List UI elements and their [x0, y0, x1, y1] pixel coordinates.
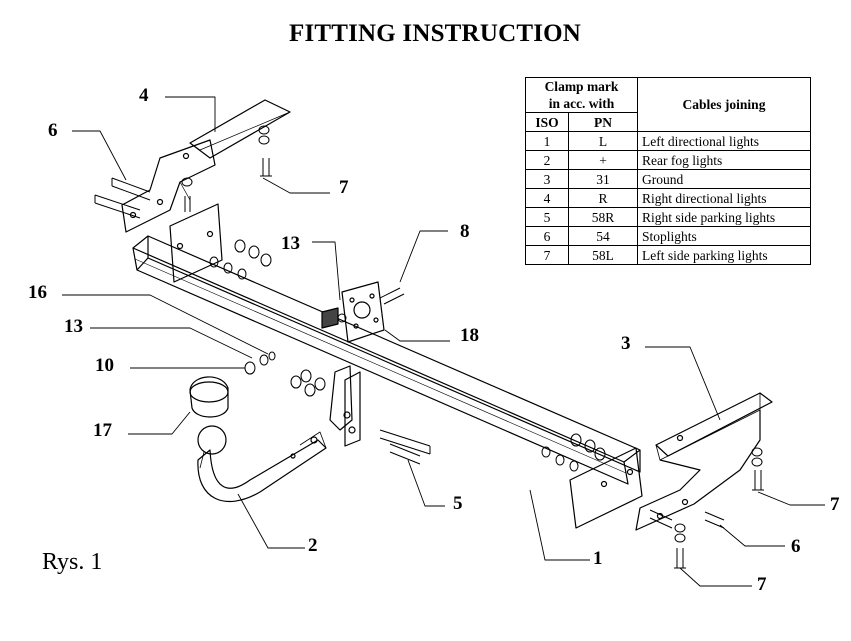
- callout-6-right: 6: [791, 536, 801, 557]
- iso-cell: 3: [525, 169, 569, 189]
- callout-7-right: 7: [830, 494, 840, 515]
- table-row: 5 58R Right side parking lights: [525, 207, 811, 227]
- table-row: 4 R Right directional lights: [525, 188, 811, 208]
- desc-cell: Ground: [637, 169, 811, 189]
- bracket-right: [635, 392, 773, 531]
- iso-cell: 4: [525, 188, 569, 208]
- bolts: [94, 158, 764, 569]
- callout-1: 1: [593, 548, 603, 569]
- center-bracket: [329, 365, 361, 447]
- right-end-plate: [569, 447, 643, 529]
- table-row: 1 L Left directional lights: [525, 131, 811, 151]
- desc-cell: Left directional lights: [637, 131, 811, 151]
- callout-17: 17: [93, 420, 112, 441]
- iso-cell: 5: [525, 207, 569, 227]
- bracket-left: [121, 99, 291, 233]
- desc-cell: Stoplights: [637, 226, 811, 246]
- clamp-mark-line1: Clamp mark: [544, 79, 619, 94]
- main-crossbeam: [132, 235, 641, 485]
- pn-header: PN: [568, 112, 638, 132]
- callout-3: 3: [621, 333, 631, 354]
- callout-13-top: 13: [281, 233, 300, 254]
- pn-cell: L: [568, 131, 638, 151]
- iso-header: ISO: [525, 112, 569, 132]
- page-title: FITTING INSTRUCTION: [288, 20, 582, 47]
- callout-13-left: 13: [64, 316, 83, 337]
- callout-16: 16: [28, 282, 47, 303]
- nuts-and-washers: [181, 125, 763, 543]
- desc-cell: Rear fog lights: [637, 150, 811, 170]
- table-row: 2 + Rear fog lights: [525, 150, 811, 170]
- iso-cell: 1: [525, 131, 569, 151]
- left-end-plate: [169, 203, 223, 283]
- pn-cell: 31: [568, 169, 638, 189]
- callout-18: 18: [460, 325, 479, 346]
- callout-5: 5: [453, 493, 463, 514]
- callout-2: 2: [308, 535, 318, 556]
- cable-joining-table: Clamp mark in acc. with Cables joining I…: [525, 77, 811, 265]
- pn-cell: 58R: [568, 207, 638, 227]
- desc-cell: Left side parking lights: [637, 245, 811, 265]
- iso-cell: 7: [525, 245, 569, 265]
- table-row: 6 54 Stoplights: [525, 226, 811, 246]
- callout-8: 8: [460, 221, 470, 242]
- callout-6-left: 6: [48, 120, 58, 141]
- desc-cell: Right side parking lights: [637, 207, 811, 227]
- cables-joining-header: Cables joining: [637, 77, 811, 132]
- pn-cell: 58L: [568, 245, 638, 265]
- pn-cell: R: [568, 188, 638, 208]
- figure-label: Rys. 1: [42, 549, 103, 575]
- ball-neck: [197, 425, 327, 502]
- callout-4: 4: [139, 85, 149, 106]
- pn-cell: 54: [568, 226, 638, 246]
- iso-cell: 2: [525, 150, 569, 170]
- callout-7-bottom: 7: [757, 574, 767, 595]
- callout-7-top: 7: [339, 177, 349, 198]
- callout-10: 10: [95, 355, 114, 376]
- table-row: 3 31 Ground: [525, 169, 811, 189]
- iso-cell: 6: [525, 226, 569, 246]
- ball-cap: [189, 376, 229, 418]
- table-row: 7 58L Left side parking lights: [525, 245, 811, 265]
- clamp-mark-header: Clamp mark in acc. with: [525, 77, 638, 113]
- desc-cell: Right directional lights: [637, 188, 811, 208]
- leader-lines: [62, 96, 825, 587]
- pn-cell: +: [568, 150, 638, 170]
- clamp-mark-line2: in acc. with: [548, 96, 615, 111]
- socket-plate: [321, 281, 385, 343]
